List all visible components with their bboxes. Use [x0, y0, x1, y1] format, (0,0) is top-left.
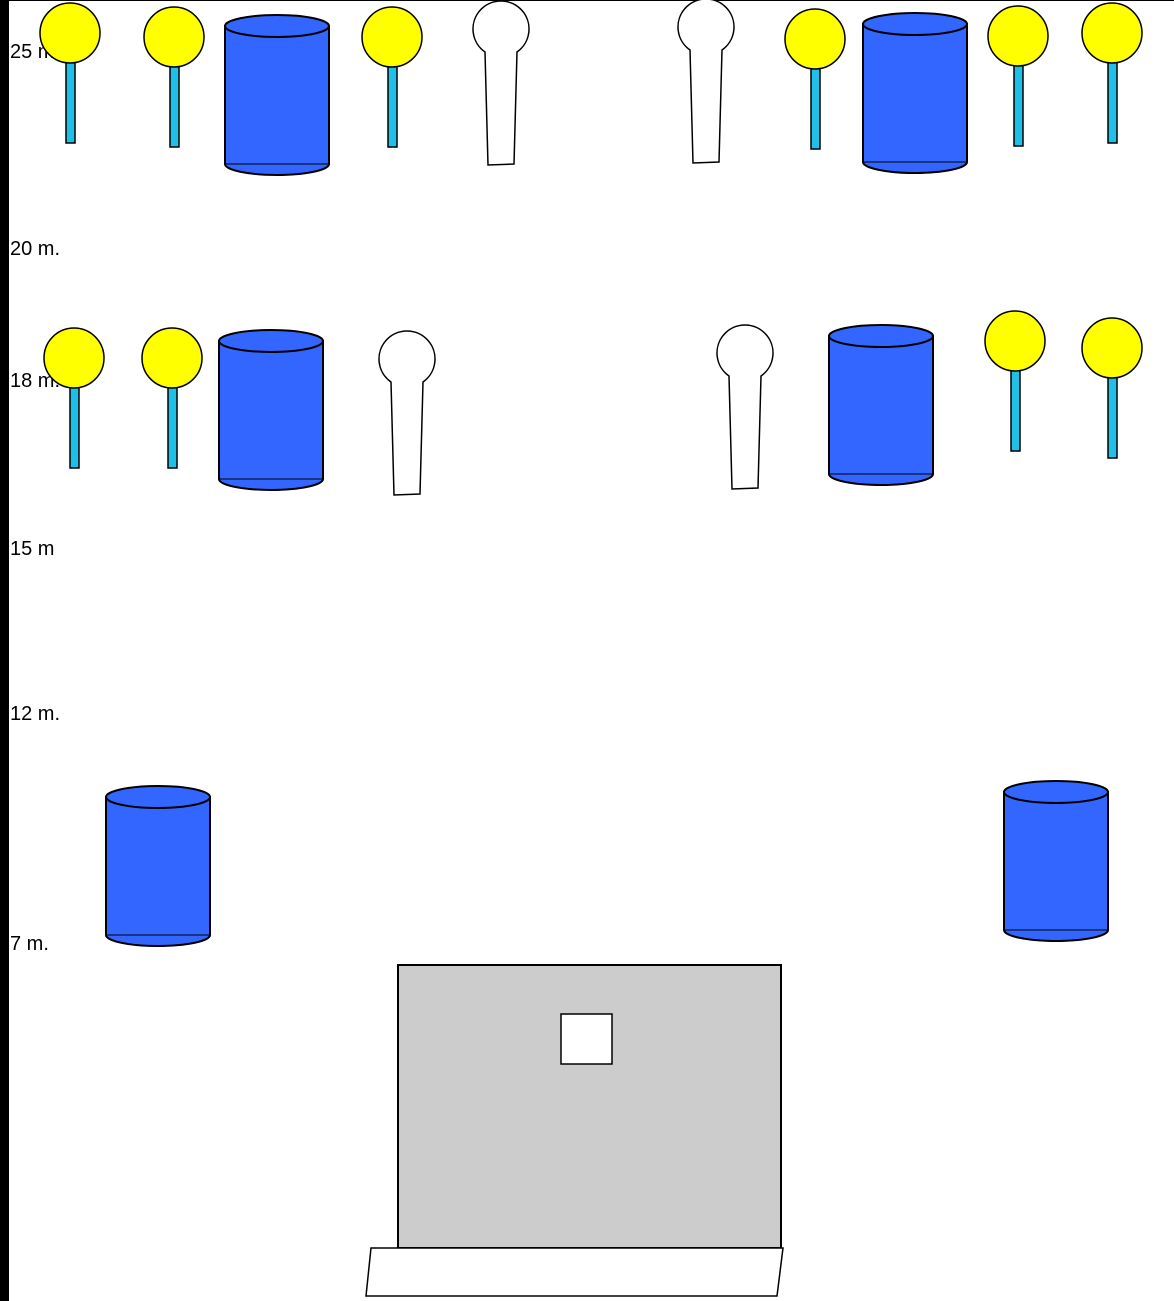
yellow-ball-pole-icon — [985, 311, 1045, 451]
white-cone-icon — [678, 0, 734, 163]
distance-label-15: 15 m — [10, 538, 54, 560]
distance-label-7: 7 m. — [10, 933, 49, 955]
row-7m — [106, 781, 1108, 946]
blue-barrel-icon — [219, 330, 323, 490]
yellow-ball-pole-icon — [1082, 3, 1142, 143]
platform-panel — [398, 965, 781, 1248]
blue-barrel-icon — [225, 15, 329, 175]
blue-barrel-icon — [106, 786, 210, 946]
yellow-ball-pole-icon — [144, 7, 204, 147]
white-cone-icon — [717, 325, 773, 489]
row-25m — [40, 0, 1142, 175]
launch-platform-icon — [366, 965, 783, 1296]
yellow-ball-pole-icon — [362, 7, 422, 147]
yellow-ball-pole-icon — [44, 328, 104, 468]
yellow-ball-pole-icon — [1082, 318, 1142, 458]
platform-window — [561, 1014, 612, 1064]
yellow-ball-pole-icon — [142, 328, 202, 468]
white-cone-icon — [379, 331, 435, 495]
blue-barrel-icon — [863, 13, 967, 173]
blue-barrel-icon — [829, 325, 933, 485]
yellow-ball-pole-icon — [988, 6, 1048, 146]
distance-label-20: 20 m. — [10, 238, 60, 260]
left-border — [0, 0, 9, 1301]
row-18m — [44, 311, 1142, 495]
distance-label-12: 12 m. — [10, 703, 60, 725]
top-border — [0, 0, 1174, 1]
yellow-ball-pole-icon — [40, 3, 100, 143]
blue-barrel-icon — [1004, 781, 1108, 941]
platform-base — [366, 1248, 783, 1296]
white-cone-icon — [473, 1, 529, 165]
yellow-ball-pole-icon — [785, 9, 845, 149]
